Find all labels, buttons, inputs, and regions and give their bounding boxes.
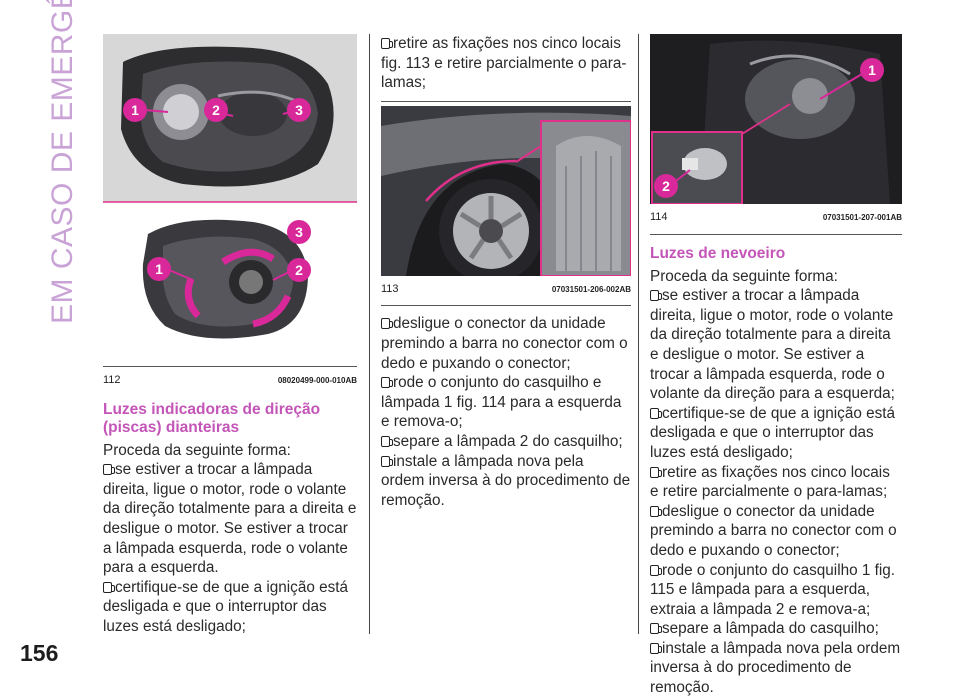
section-heading-turn-signals: Luzes indicadoras de direção (piscas) di… (103, 400, 321, 436)
step-item: certifique-se de que a ignição está desl… (103, 578, 349, 635)
figure-code: 07031501-206-002AB (551, 284, 631, 294)
key-icon (103, 464, 115, 476)
step-item: certifique-se de que a ignição está desl… (650, 404, 896, 461)
svg-text:2: 2 (212, 102, 220, 118)
step-item: retire as fixações nos cinco locais fig.… (381, 35, 627, 92)
svg-text:1: 1 (155, 261, 163, 277)
step-item: separe a lâmpada do casquilho; (650, 619, 902, 639)
callout-top-2: 2 (204, 98, 234, 122)
key-icon (381, 377, 393, 389)
key-icon (650, 407, 662, 419)
figure-113-caption: 113 07031501-206-002AB (381, 280, 631, 300)
svg-text:2: 2 (295, 262, 303, 278)
key-icon (381, 435, 393, 447)
step-item: retire as fixações nos cinco locais e re… (650, 463, 890, 501)
step-item: desligue o conector da unidade premindo … (381, 315, 628, 372)
key-icon (381, 38, 393, 49)
callout-2: 2 (654, 169, 691, 198)
key-icon (650, 505, 662, 517)
step-item: rode o conjunto do casquilho e lâmpada 1… (381, 374, 622, 431)
key-icon (650, 642, 662, 654)
column-3: 1 2 114 07031501-207-001AB Luzes de nevo… (650, 34, 902, 698)
figure-112-caption: 112 08020499-000-010AB (103, 371, 357, 391)
callout-1: 1 (819, 58, 884, 100)
key-icon (650, 290, 662, 302)
column-1: 1 2 3 3 (103, 34, 357, 637)
key-icon (650, 564, 662, 576)
intro-text: Proceda da seguinte forma: (103, 441, 291, 459)
step-item: instale a lâmpada nova pela ordem invers… (650, 639, 901, 697)
figure-112: 1 2 3 3 (103, 34, 357, 366)
figure-114: 1 2 (650, 34, 902, 204)
svg-text:3: 3 (295, 102, 303, 118)
figure-number: 114 (650, 211, 668, 223)
figure-code: 07031501-207-001AB (822, 213, 902, 222)
figure-number: 112 (103, 374, 121, 386)
step-item: instale a lâmpada nova pela ordem invers… (381, 452, 631, 509)
step-item: separe a lâmpada 2 do casquilho; (381, 432, 631, 452)
svg-text:1: 1 (868, 62, 876, 78)
key-icon (650, 623, 662, 635)
figure-code: 08020499-000-010AB (277, 376, 357, 385)
key-icon (381, 455, 393, 467)
step-item: desligue o conector da unidade premindo … (650, 502, 897, 559)
page-number: 156 (20, 640, 59, 666)
callout-bottom-2: 2 (272, 258, 311, 282)
figure-114-caption: 114 07031501-207-001AB (650, 208, 902, 228)
svg-text:3: 3 (295, 224, 303, 240)
key-icon (381, 318, 393, 330)
svg-text:1: 1 (131, 102, 139, 118)
key-icon (650, 466, 662, 478)
step-item: rode o conjunto do casquilho 1 fig. 115 … (650, 561, 896, 618)
callout-bottom-1: 1 (147, 257, 194, 281)
column-divider-2 (638, 34, 639, 634)
key-icon (103, 581, 115, 593)
chapter-side-label: EM CASO DE EMERGÊNCIA (46, 0, 79, 324)
figure-number: 113 (381, 282, 399, 295)
callout-bottom-3: 3 (287, 220, 311, 244)
column-divider-1 (369, 34, 370, 634)
figure-113 (381, 105, 631, 276)
intro-text: Proceda da seguinte forma: (650, 267, 838, 285)
step-item: se estiver a trocar a lâmpada direita, l… (103, 461, 357, 577)
callout-top-1: 1 (123, 98, 169, 122)
callout-top-3: 3 (282, 98, 311, 122)
svg-text:2: 2 (662, 178, 670, 194)
section-heading-fog-lights: Luzes de nevoeiro (650, 244, 786, 262)
column-2: retire as fixações nos cinco locais fig.… (381, 34, 631, 510)
step-item: se estiver a trocar a lâmpada direita, l… (650, 287, 895, 403)
